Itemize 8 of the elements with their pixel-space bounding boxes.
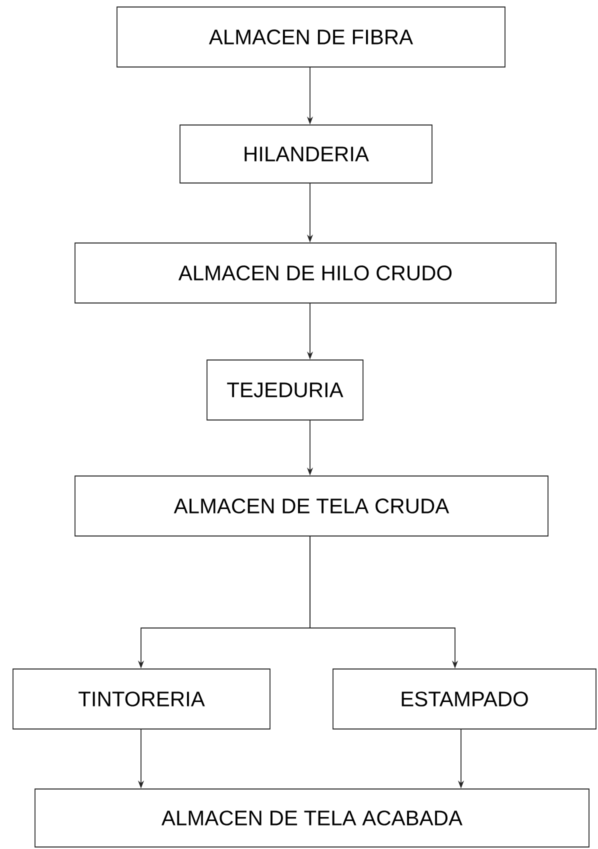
process-box: ESTAMPADO: [332, 668, 596, 730]
process-box: ALMACEN DE TELA CRUDA: [74, 476, 548, 536]
process-box: HILANDERIA: [180, 124, 432, 184]
process-box: ALMACEN DE TELA ACABADA: [34, 788, 590, 848]
process-box: ALMACEN DE FIBRA: [116, 6, 506, 68]
process-box: TEJEDURIA: [206, 360, 364, 420]
process-box: TINTORERIA: [12, 668, 270, 730]
process-box: ALMACEN DE HILO CRUDO: [74, 242, 556, 304]
